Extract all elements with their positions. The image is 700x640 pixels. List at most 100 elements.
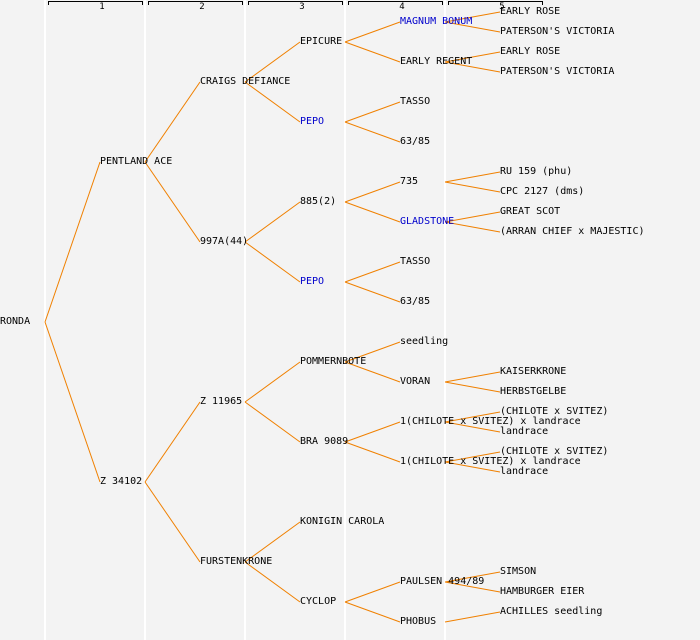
pedigree-node-chilote-svitez-1: (CHILOTE x SVITEZ) xyxy=(500,406,609,417)
pedigree-link-voran xyxy=(344,361,401,383)
pedigree-node-patersons-victoria-1: PATERSON'S VICTORIA xyxy=(500,26,615,37)
pedigree-link-6385-2 xyxy=(344,281,401,303)
pedigree-link-herbstgelbe xyxy=(444,381,501,393)
generation-label-1: 1 xyxy=(99,2,105,12)
pedigree-node-cpc-2127: CPC 2127 (dms) xyxy=(500,186,585,197)
pedigree-node-herbstgelbe: HERBSTGELBE xyxy=(500,386,567,397)
generation-bracket-1 xyxy=(48,1,143,5)
pedigree-node-z-34102: Z 34102 xyxy=(100,476,143,487)
column-separator xyxy=(344,0,346,640)
pedigree-link-furstenkrone xyxy=(144,481,201,563)
pedigree-node-bra-9089: BRA 9089 xyxy=(300,436,349,447)
pedigree-link-6385-1 xyxy=(344,121,401,143)
pedigree-link-hamburger-eier xyxy=(444,581,501,593)
pedigree-node-pepo-2[interactable]: PEPO xyxy=(300,276,325,287)
pedigree-node-great-scot: GREAT SCOT xyxy=(500,206,561,217)
pedigree-node-furstenkrone: FURSTENKRONE xyxy=(200,556,273,567)
pedigree-node-seedling: seedling xyxy=(400,336,449,347)
generation-bracket-3 xyxy=(248,1,343,5)
pedigree-link-paulsen xyxy=(344,581,401,603)
generation-label-4: 4 xyxy=(399,2,405,12)
pedigree-link-epicure xyxy=(244,41,301,83)
pedigree-node-885-2: 885(2) xyxy=(300,196,337,207)
pedigree-node-ru-159: RU 159 (phu) xyxy=(500,166,573,177)
pedigree-link-bra-9089 xyxy=(244,401,301,443)
generation-label-3: 3 xyxy=(299,2,305,12)
pedigree-link-tasso-2 xyxy=(344,261,401,283)
pedigree-link-cpc-2127 xyxy=(444,181,501,193)
pedigree-node-magnum-bonum[interactable]: MAGNUM BONUM xyxy=(400,16,473,27)
pedigree-link-chilote-svitez-1 xyxy=(444,411,501,423)
pedigree-link-patersons-victoria-1 xyxy=(444,21,501,33)
pedigree-node-paulsen: PAULSEN 494/89 xyxy=(400,576,485,587)
pedigree-link-885-2 xyxy=(244,201,301,243)
pedigree-link-simson xyxy=(444,571,501,583)
pedigree-node-tasso-1: TASSO xyxy=(400,96,431,107)
pedigree-node-achilles-seedling: ACHILLES seedling xyxy=(500,606,603,617)
pedigree-node-6385-2: 63/85 xyxy=(400,296,431,307)
pedigree-node-997a44: 997A(44) xyxy=(200,236,249,247)
pedigree-link-pommernbote xyxy=(244,361,301,403)
pedigree-node-pommernbote: POMMERNBOTE xyxy=(300,356,367,367)
column-separator xyxy=(244,0,246,640)
column-separator xyxy=(444,0,446,640)
pedigree-node-735: 735 xyxy=(400,176,419,187)
pedigree-link-gladstone xyxy=(344,201,401,223)
pedigree-node-voran: VORAN xyxy=(400,376,431,387)
generation-bracket-5 xyxy=(448,1,543,5)
pedigree-link-great-scot xyxy=(444,211,501,223)
pedigree-link-arran-chief xyxy=(444,221,501,233)
pedigree-link-z-34102 xyxy=(44,321,101,483)
pedigree-node-konigin-carola: KONIGIN CAROLA xyxy=(300,516,385,527)
pedigree-link-pentland-ace xyxy=(44,161,101,323)
pedigree-node-simson: SIMSON xyxy=(500,566,537,577)
pedigree-node-gladstone[interactable]: GLADSTONE xyxy=(400,216,455,227)
generation-label-2: 2 xyxy=(199,2,205,12)
pedigree-link-early-rose-2 xyxy=(444,51,501,63)
pedigree-node-hamburger-eier: HAMBURGER EIER xyxy=(500,586,585,597)
pedigree-link-landrace-2 xyxy=(444,461,501,473)
pedigree-node-ronda: RONDA xyxy=(0,316,31,327)
pedigree-link-pepo-1 xyxy=(244,81,301,123)
pedigree-node-early-rose-1: EARLY ROSE xyxy=(500,6,561,17)
pedigree-node-early-regent: EARLY REGENT xyxy=(400,56,473,67)
pedigree-node-landrace-1: landrace xyxy=(500,426,549,437)
pedigree-node-chilote-2: 1(CHILOTE x SVITEZ) x landrace xyxy=(400,456,581,467)
pedigree-link-magnum-bonum xyxy=(344,21,401,43)
pedigree-node-cyclop: CYCLOP xyxy=(300,596,337,607)
pedigree-node-z-11965: Z 11965 xyxy=(200,396,243,407)
generation-label-5: 5 xyxy=(499,2,505,12)
pedigree-link-chilote-svitez-2 xyxy=(444,451,501,463)
pedigree-link-craigs-defiance xyxy=(144,81,201,163)
pedigree-node-pepo-1[interactable]: PEPO xyxy=(300,116,325,127)
pedigree-link-landrace-1 xyxy=(444,421,501,433)
pedigree-node-chilote-svitez-2: (CHILOTE x SVITEZ) xyxy=(500,446,609,457)
pedigree-link-achilles-seedling xyxy=(444,611,501,623)
pedigree-link-chilote-2 xyxy=(344,441,401,463)
pedigree-link-patersons-victoria-2 xyxy=(444,61,501,73)
pedigree-node-tasso-2: TASSO xyxy=(400,256,431,267)
pedigree-node-epicure: EPICURE xyxy=(300,36,343,47)
pedigree-node-arran-chief: (ARRAN CHIEF x MAJESTIC) xyxy=(500,226,645,237)
pedigree-link-kaiserkrone xyxy=(444,371,501,383)
pedigree-link-phobus xyxy=(344,601,401,623)
pedigree-link-early-rose-1 xyxy=(444,11,501,23)
pedigree-link-seedling xyxy=(344,341,401,363)
pedigree-link-cyclop xyxy=(244,561,301,603)
pedigree-node-kaiserkrone: KAISERKRONE xyxy=(500,366,567,377)
generation-bracket-4 xyxy=(348,1,443,5)
generation-bracket-2 xyxy=(148,1,243,5)
pedigree-node-landrace-2: landrace xyxy=(500,466,549,477)
pedigree-node-patersons-victoria-2: PATERSON'S VICTORIA xyxy=(500,66,615,77)
pedigree-link-997a44 xyxy=(144,161,201,243)
column-separator xyxy=(144,0,146,640)
column-separator xyxy=(44,0,46,640)
pedigree-node-pentland-ace: PENTLAND ACE xyxy=(100,156,173,167)
pedigree-node-chilote-1: 1(CHILOTE x SVITEZ) x landrace xyxy=(400,416,581,427)
pedigree-node-early-rose-2: EARLY ROSE xyxy=(500,46,561,57)
pedigree-link-735 xyxy=(344,181,401,203)
pedigree-link-early-regent xyxy=(344,41,401,63)
pedigree-node-6385-1: 63/85 xyxy=(400,136,431,147)
pedigree-link-konigin-carola xyxy=(244,521,301,563)
